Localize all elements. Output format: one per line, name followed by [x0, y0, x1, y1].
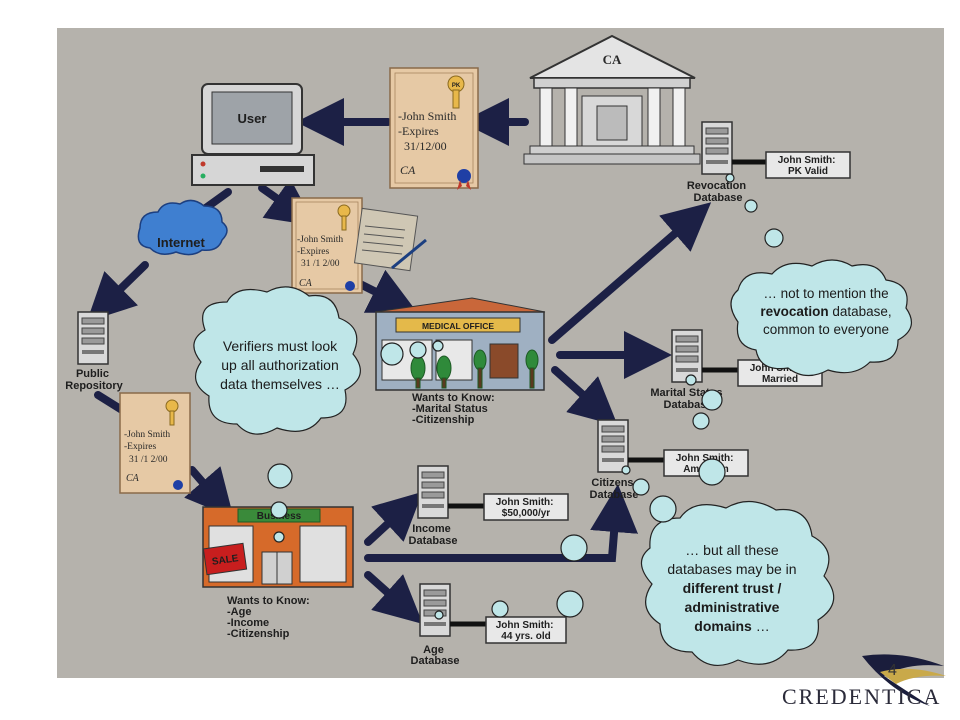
age-database-server [419, 583, 451, 637]
user-computer: User [191, 83, 315, 186]
arrow-medical-to-citizenship [551, 366, 618, 426]
key-icon: PK [447, 75, 465, 109]
slide-number: 4 [888, 662, 897, 679]
svg-text:-Expires: -Expires [297, 247, 329, 257]
business-building: Business SALE [202, 506, 354, 588]
certificate-presented-medical: -John Smith -Expires 31 /1 2/00 CA [291, 197, 363, 294]
cert-expires: -Expires [398, 124, 439, 138]
thought-bubble-domains [434, 458, 835, 667]
thought-bubble-revocation [685, 173, 913, 430]
credentica-logo-icon [862, 654, 946, 706]
arrow-internet-to-repo [86, 261, 149, 322]
age-record-card: John Smith: 44 yrs. old [485, 616, 567, 644]
arrow-medical-to-revocation [548, 202, 712, 344]
business-wants: Wants to Know: -Age -Income -Citizenship [227, 595, 313, 640]
seal-icon [457, 169, 471, 190]
income-database-server [417, 465, 449, 519]
internet-label: Internet [157, 235, 205, 250]
sale-sign: SALE [211, 553, 239, 568]
seal-icon [173, 480, 183, 490]
svg-text:-John Smith: -John Smith [124, 430, 170, 440]
income-record-card: John Smith: $50,000/yr [483, 493, 569, 521]
flow-arrows [86, 98, 712, 624]
bubble-verifiers-text: Verifiers must look up all authorization… [220, 338, 340, 392]
svg-text:John Smith: PK Valid: John Smith: PK Valid [778, 155, 839, 177]
revocation-database-server [701, 121, 733, 175]
svg-text:31 /1 2/00: 31 /1 2/00 [129, 455, 168, 465]
bubble-domains-text: … but all these databases may be in diff… [667, 542, 797, 634]
svg-text:CA: CA [126, 473, 140, 484]
repository-label: Public Repository [65, 368, 123, 392]
marital-database-server [671, 329, 703, 383]
thought-bubble-verifiers [193, 286, 444, 543]
medical-wants: Wants to Know: -Marital Status -Citizens… [412, 392, 498, 426]
svg-text:CA: CA [299, 278, 313, 289]
ca-building: CA [523, 34, 701, 165]
cert-holder: -John Smith [398, 109, 456, 123]
arrow-business-to-age [364, 571, 423, 624]
revocation-record-card: John Smith: PK Valid [765, 151, 851, 179]
cert-date: 31/12/00 [404, 139, 447, 153]
brand-name: CREDENTICA [782, 684, 942, 709]
ca-label: CA [603, 52, 622, 67]
medical-office-building: MEDICAL OFFICE [374, 297, 546, 391]
svg-text:PK: PK [452, 83, 461, 89]
citizenship-database-server [597, 419, 629, 473]
svg-text:-John Smith: -John Smith [297, 235, 343, 245]
key-icon [337, 204, 351, 231]
bubble-revocation-text: … not to mention the revocation database… [760, 286, 892, 337]
certificate-issued: PK -John Smith -Expires 31/12/00 CA [389, 67, 479, 190]
svg-text:-Expires: -Expires [124, 442, 156, 452]
svg-text:John Smith: 44 yrs. old: John Smith: 44 yrs. old [496, 620, 557, 642]
seal-icon [345, 281, 355, 291]
medical-sign: MEDICAL OFFICE [422, 321, 494, 331]
svg-text:John Smith: $50,000/yr: John Smith: $50,000/yr [496, 497, 557, 519]
arrow-business-to-income [364, 491, 423, 546]
bush-icons [410, 349, 539, 389]
age-label: Age Database [411, 644, 460, 667]
internet-cloud: Internet [137, 199, 228, 256]
arrow-business-to-citizenship [364, 484, 639, 562]
arrow-repo-to-cert [94, 391, 126, 414]
cert-issuer: CA [400, 163, 416, 177]
arrow-cert-to-business [184, 466, 234, 519]
certificate-presented-business: -John Smith -Expires 31 /1 2/00 CA [119, 392, 191, 494]
user-label: User [238, 111, 267, 126]
signed-document-icon [353, 207, 427, 272]
arrow-user-to-cert [258, 178, 316, 226]
key-icon [165, 399, 179, 426]
revocation-label: Revocation Database [687, 180, 749, 204]
public-repository-server [77, 311, 109, 365]
citizenship-label: Citizens Database [590, 477, 639, 501]
income-label: Income Database [409, 523, 458, 547]
svg-text:31 /1 2/00: 31 /1 2/00 [301, 259, 340, 269]
